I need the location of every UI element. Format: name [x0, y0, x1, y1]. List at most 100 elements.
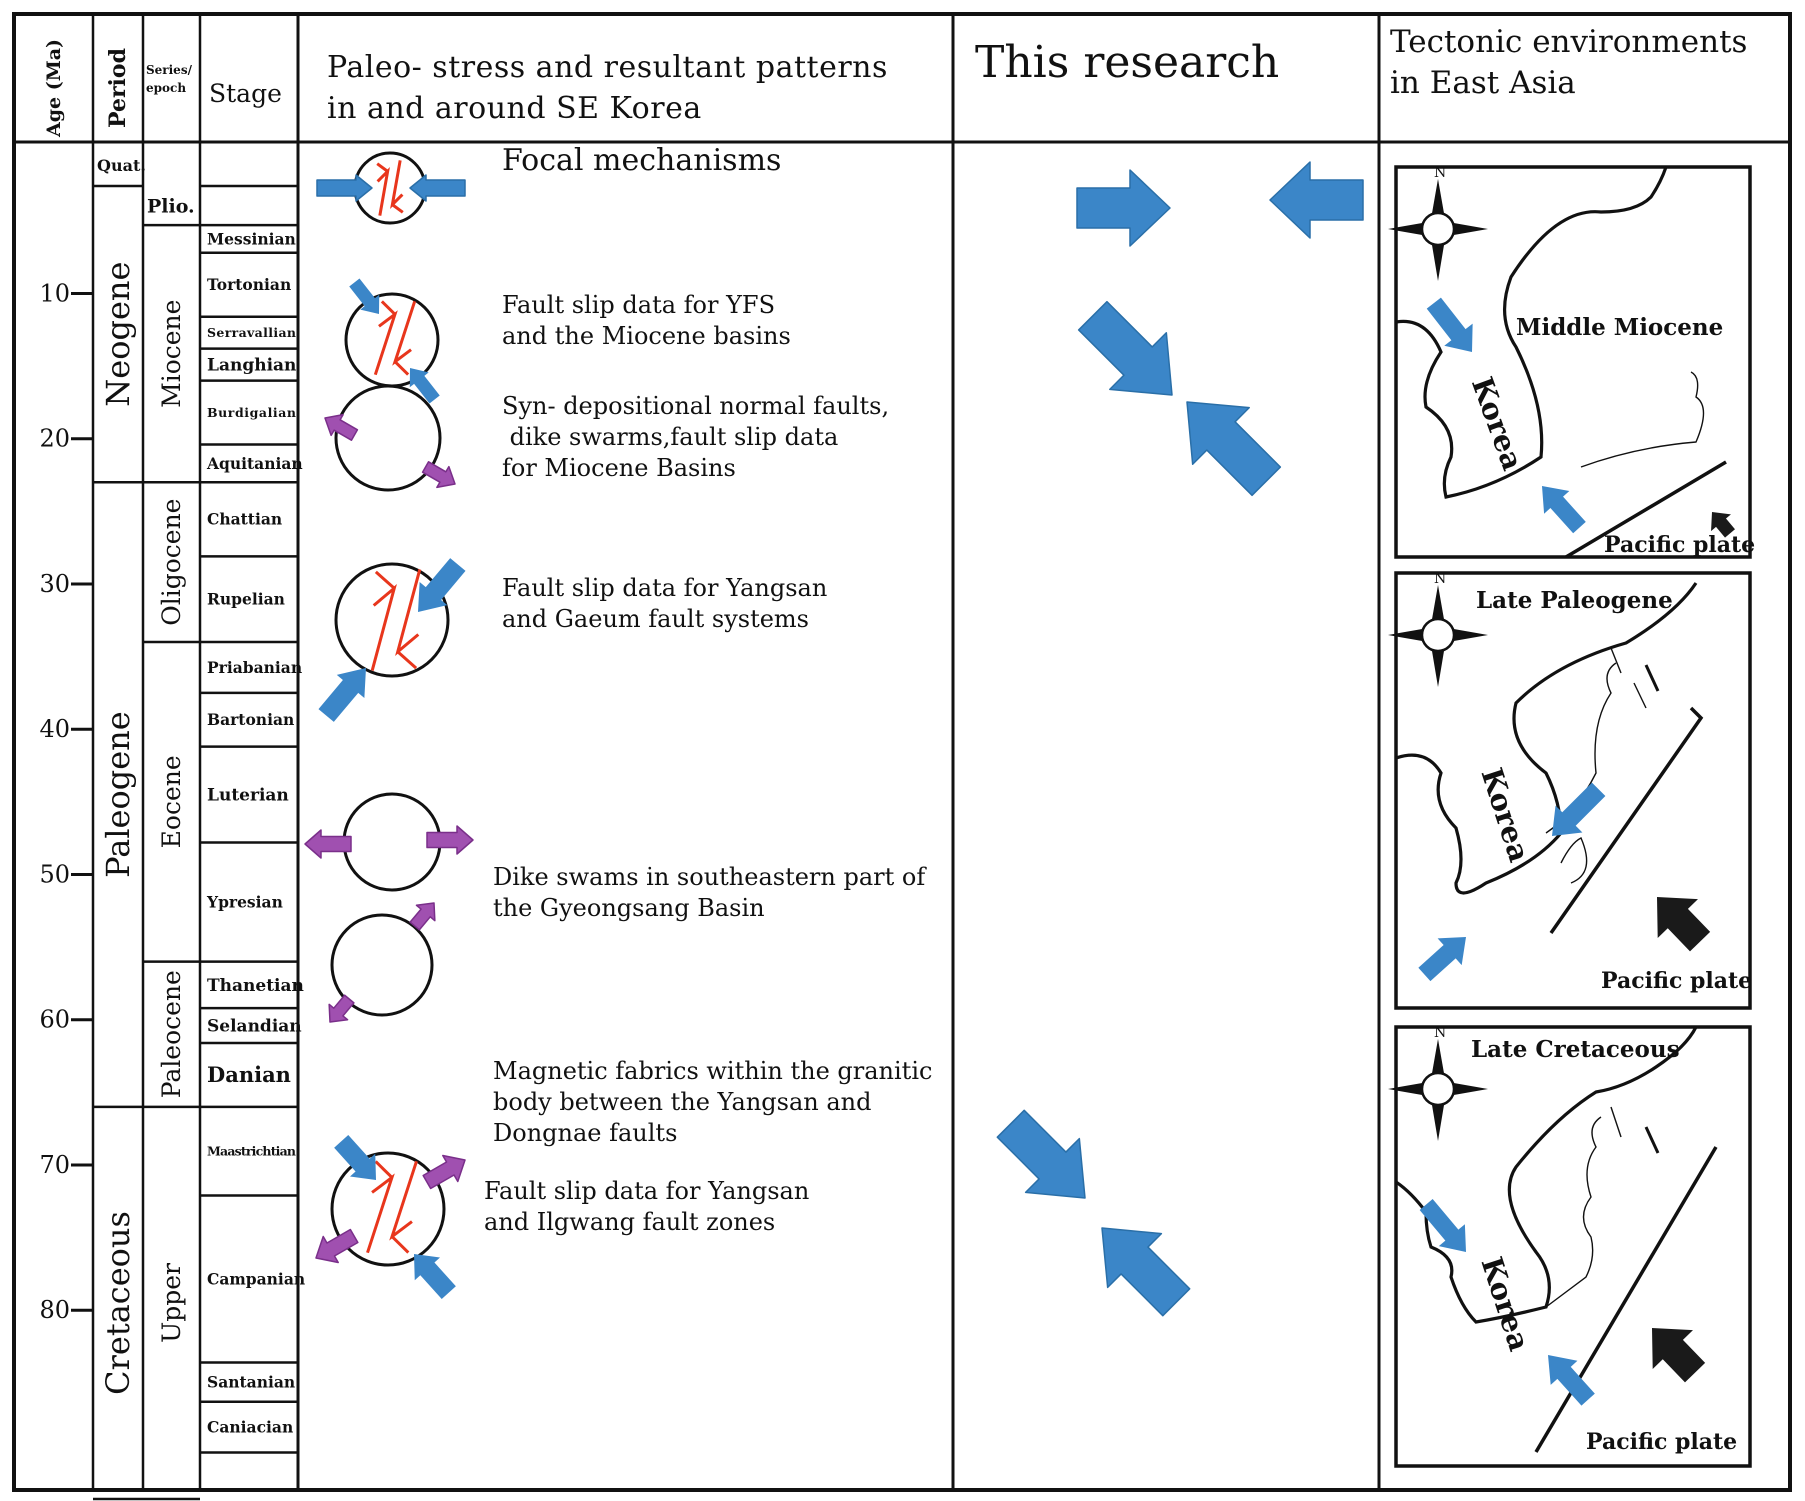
- age-tick-label: 80: [39, 1296, 70, 1324]
- yfs-arrow-in: [349, 278, 380, 314]
- dike2-arrow-sw: [328, 994, 355, 1023]
- series-label: Plio.: [147, 196, 195, 218]
- stage-label: Luterian: [207, 786, 289, 806]
- ilgwang-circle: [330, 1151, 446, 1267]
- tectonic-header-line1: Tectonic environments: [1390, 24, 1747, 60]
- ilgwang-fault: [366, 1160, 418, 1254]
- map1-plate-arrow: [1711, 512, 1735, 538]
- paleo-label-yangsan_gaeum: and Gaeum fault systems: [502, 605, 809, 633]
- compass-north-point: [1431, 1039, 1445, 1079]
- map1-arrow-se: [1426, 297, 1473, 352]
- paleo-label-magnetic: body between the Yangsan and: [493, 1088, 872, 1116]
- dike-circle-1: [342, 792, 442, 892]
- dike-circle-2: [330, 913, 434, 1017]
- paleo-label-ilgwang: Fault slip data for Yangsan: [484, 1177, 809, 1205]
- stage-label: Serravallian: [207, 325, 296, 340]
- ilgwang-arrow-in: [334, 1134, 376, 1180]
- coastline: [1560, 837, 1588, 884]
- tectonic-header-line2: in East Asia: [1390, 65, 1576, 101]
- stage-label: Campanian: [207, 1269, 305, 1288]
- series-header-line1: Series/: [146, 63, 193, 77]
- syn-circle: [334, 384, 442, 492]
- paleo-label-dike: the Gyeongsang Basin: [493, 894, 765, 922]
- map2-arrow-ne: [1418, 937, 1466, 982]
- fault-line: [374, 570, 396, 590]
- dike2-arrow-ne: [409, 902, 436, 931]
- compass-center: [1420, 617, 1456, 653]
- focal-arrow-west: [409, 174, 466, 202]
- compass-north-label: N: [1434, 571, 1446, 587]
- table-frame: [12, 12, 1792, 1492]
- compass-east-point: [1448, 222, 1488, 236]
- map3-arrow-nw: [1548, 1355, 1595, 1406]
- stage-label: Tortonian: [207, 275, 291, 294]
- paleo-label-magnetic: Magnetic fabrics within the granitic: [493, 1057, 932, 1085]
- trench-line: [1549, 706, 1704, 935]
- stage-label: Messinian: [207, 229, 296, 248]
- stage-label: Maastrichtian: [207, 1144, 296, 1159]
- period-label: Neogene: [99, 262, 137, 407]
- map-plate-label: Pacific plate: [1604, 532, 1755, 558]
- compass-west-point: [1388, 222, 1428, 236]
- map2-arrow-sw: [1552, 782, 1606, 836]
- fault-line: [374, 1160, 393, 1179]
- paleo-label-yfs: Fault slip data for YFS: [502, 291, 775, 319]
- paleo-label-focal: Focal mechanisms: [502, 143, 781, 178]
- fault-line: [380, 300, 397, 316]
- coastline: [1395, 582, 1698, 895]
- paleo-label-syn: Syn- depositional normal faults,: [502, 392, 889, 420]
- fault-line: [376, 162, 389, 173]
- map3-plate-arrow: [1652, 1328, 1706, 1383]
- timescale-columns: 1020304050607080Quat.NeogenePaleogeneCre…: [39, 156, 305, 1501]
- period-label: Quat.: [97, 156, 146, 175]
- age-tick-label: 70: [39, 1151, 70, 1179]
- trench-line: [1565, 460, 1727, 559]
- stage-label: Ypresian: [206, 892, 283, 911]
- series-label: Oligocene: [157, 499, 186, 626]
- yangsan-arrow-ne: [318, 668, 366, 722]
- compass-icon: N: [1388, 571, 1488, 687]
- fault-line: [376, 166, 390, 216]
- compass-north-point: [1431, 179, 1445, 219]
- paleo-header-line1: Paleo- stress and resultant patterns: [327, 50, 888, 85]
- research-arrow-miocene-west: [1269, 161, 1364, 239]
- stage-label: Thanetian: [207, 976, 304, 996]
- yfs-fault: [373, 300, 417, 376]
- period-label: Cretaceous: [99, 1211, 137, 1395]
- stage-label: Bartonian: [207, 710, 294, 729]
- trench-dash: [1644, 1126, 1660, 1154]
- map-plate-label: Pacific plate: [1586, 1429, 1737, 1455]
- paleo-label-dike: Dike swams in southeastern part of: [493, 863, 927, 891]
- age-tick-label: 50: [39, 860, 70, 888]
- stage-label: Priabanian: [207, 658, 302, 677]
- syn-arrow-se: [421, 461, 456, 489]
- compass-east-point: [1448, 1082, 1488, 1096]
- map3-arrow-se: [1419, 1199, 1466, 1252]
- coastline: [1395, 1026, 1698, 1324]
- trench-line: [1534, 1146, 1718, 1453]
- stage-label: Selandian: [207, 1016, 302, 1036]
- stage-label: Burdigalian: [207, 405, 296, 420]
- stage-label: Caniacian: [207, 1418, 293, 1437]
- compass-east-point: [1448, 628, 1488, 642]
- syn-arrow-nw: [324, 413, 359, 441]
- map-title: Middle Miocene: [1516, 314, 1723, 341]
- focal-arrow-east: [316, 174, 373, 202]
- fault-line: [390, 160, 404, 210]
- research-arrow-paleogene-se: [1077, 300, 1173, 396]
- research-arrow-cretaceous-se: [996, 1109, 1086, 1199]
- paleo-header-line2: in and around SE Korea: [327, 91, 702, 126]
- compass-icon: N: [1388, 1025, 1488, 1141]
- yangsan-arrow-sw: [418, 558, 466, 612]
- period-label: Paleogene: [99, 711, 137, 878]
- coastline: [1610, 647, 1622, 674]
- compass-center: [1420, 211, 1456, 247]
- series-label: Paleocene: [157, 970, 186, 1098]
- coastline: [1395, 166, 1668, 499]
- research-arrow-miocene-east: [1076, 169, 1171, 247]
- map-title: Late Paleogene: [1476, 587, 1673, 614]
- stage-label: Santanian: [207, 1373, 295, 1392]
